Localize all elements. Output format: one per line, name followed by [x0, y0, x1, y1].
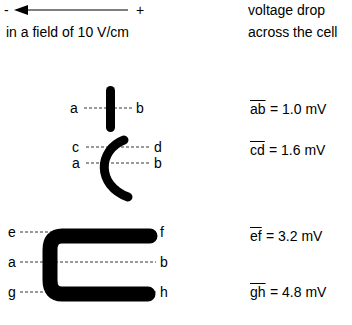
voltage-value: = 1.6 mV — [269, 142, 325, 158]
point-letter: b — [136, 100, 144, 116]
caption-text: voltage drop — [248, 2, 325, 18]
field-arrow-head — [14, 5, 28, 15]
straight-cell — [106, 86, 115, 132]
point-letter: a — [70, 100, 78, 116]
segment-name: ab — [250, 101, 266, 117]
field-polarity: - — [4, 2, 9, 18]
point-letter: a — [8, 254, 16, 270]
point-letter: d — [154, 139, 162, 155]
voltage-value: = 4.8 mV — [270, 284, 326, 300]
segment-name: cd — [250, 142, 265, 158]
voltage-value: = 1.0 mV — [270, 101, 326, 117]
caption-text: across the cell — [248, 24, 337, 40]
field-polarity: + — [136, 2, 144, 18]
field-arrow-line — [22, 9, 128, 10]
point-letter: g — [8, 284, 16, 300]
curved-cell — [104, 140, 128, 197]
point-letter: e — [8, 224, 16, 240]
caption-text: in a field of 10 V/cm — [6, 24, 129, 40]
segment-name: ef — [250, 228, 262, 244]
point-letter: b — [160, 254, 168, 270]
point-letter: a — [72, 155, 80, 171]
voltage-value: = 3.2 mV — [266, 228, 322, 244]
point-letter: h — [160, 284, 168, 300]
point-letter: b — [154, 155, 162, 171]
segment-name: gh — [250, 284, 266, 300]
c-shaped-cell — [50, 236, 150, 294]
dashed-guide-lines — [20, 108, 156, 292]
point-letter: f — [160, 224, 164, 240]
point-letter: c — [72, 139, 79, 155]
